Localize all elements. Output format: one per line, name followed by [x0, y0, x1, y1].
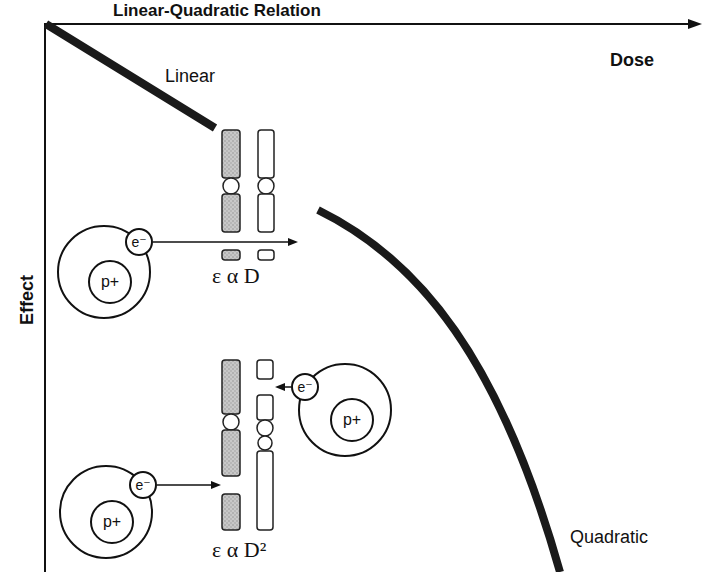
arrowhead [275, 383, 285, 391]
circle-shape [331, 399, 373, 441]
arrowhead [288, 238, 298, 246]
atom-orbit [58, 226, 150, 318]
arrowhead [211, 481, 221, 489]
axis-label: Effect [17, 275, 38, 325]
particle-label: p+ [343, 412, 361, 428]
circle-content: p+ [90, 500, 134, 544]
curve-label: Quadratic [570, 527, 648, 548]
quadratic-curve [318, 210, 560, 572]
axis-label: Dose [610, 50, 654, 71]
chromosome-pair [222, 360, 273, 530]
formula: ε α D [212, 263, 260, 288]
axis-arrowhead [688, 19, 702, 29]
electron-path [153, 241, 290, 243]
formula: ε α D² [212, 537, 266, 562]
electron-circle: e⁻ [291, 373, 319, 401]
circle-content: p+ [330, 398, 374, 442]
circle-shape [89, 261, 131, 303]
particle-label: p+ [101, 274, 119, 290]
particle-label: p+ [103, 514, 121, 530]
linear-curve [46, 24, 215, 128]
circle-shape [292, 374, 318, 400]
nucleus-circle: p+ [90, 500, 134, 544]
atom-orbit [60, 466, 152, 558]
effect-axis [44, 23, 46, 572]
nucleus-circle: p+ [88, 260, 132, 304]
circle-content: p+ [88, 260, 132, 304]
circle-content: e⁻ [125, 228, 153, 256]
electron-circle: e⁻ [125, 228, 153, 256]
particle-label: e⁻ [131, 235, 146, 249]
circle-shape [91, 501, 133, 543]
circle-content: e⁻ [129, 471, 157, 499]
circle-content: e⁻ [291, 373, 319, 401]
curve-label: Linear [165, 66, 215, 87]
particle-label: e⁻ [297, 380, 312, 394]
dose-axis [45, 23, 694, 25]
electron-path [157, 484, 213, 486]
title: Linear-Quadratic Relation [113, 1, 321, 21]
electron-circle: e⁻ [129, 471, 157, 499]
chromosome-pair [222, 130, 274, 260]
particle-label: e⁻ [135, 478, 150, 492]
circle-shape [130, 472, 156, 498]
nucleus-circle: p+ [330, 398, 374, 442]
circle-shape [126, 229, 152, 255]
